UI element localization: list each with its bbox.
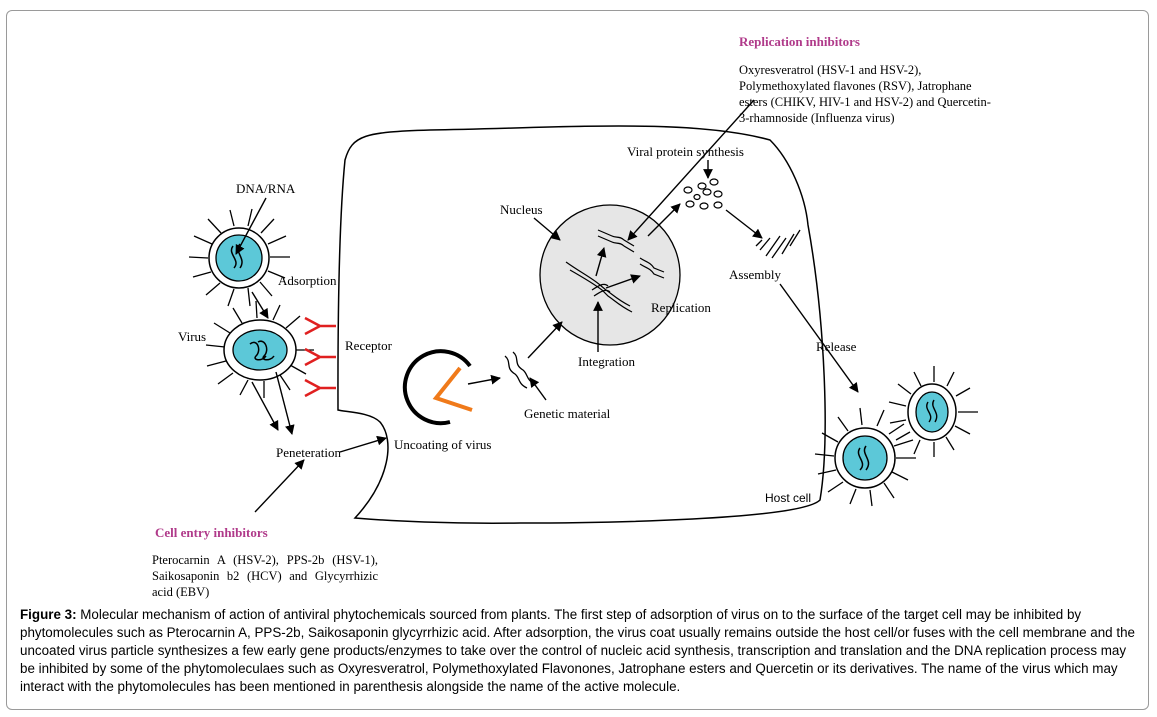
viral-proteins: [683, 178, 723, 210]
label-adsorption: Adsorption: [278, 273, 337, 288]
label-dna-rna: DNA/RNA: [236, 181, 296, 196]
virus-particle-top: [188, 208, 290, 307]
figure-frame: [6, 10, 1149, 710]
nucleus: [539, 204, 681, 346]
figure-caption: Figure 3: Molecular mechanism of action …: [20, 606, 1138, 696]
label-genetic-material: Genetic material: [524, 406, 611, 421]
figure-caption-text: Molecular mechanism of action of antivir…: [20, 607, 1135, 694]
label-host-cell: Host cell: [765, 491, 811, 505]
assembly-fragments: [755, 229, 801, 259]
host-cell-membrane: [337, 125, 826, 524]
virus-particle-adsorbing: [205, 300, 314, 398]
label-peneteration: Peneteration: [276, 445, 341, 460]
label-assembly: Assembly: [729, 267, 782, 282]
label-release: Release: [816, 339, 857, 354]
uncoating-virus: [402, 349, 473, 426]
label-viral-protein-synthesis: Viral protein synthesis: [627, 144, 744, 159]
replication-inhibitors-list: Oxyresveratrol (HSV-1 and HSV-2), Polyme…: [739, 63, 991, 125]
label-nucleus: Nucleus: [500, 202, 543, 217]
label-integration: Integration: [578, 354, 636, 369]
receptors: [304, 316, 336, 398]
process-arrows: [235, 99, 859, 513]
label-virus: Virus: [178, 329, 206, 344]
replication-inhibitors-title: Replication inhibitors: [739, 34, 860, 49]
genetic-material-strands: [504, 351, 536, 389]
label-receptor: Receptor: [345, 338, 393, 353]
released-virus-small: [888, 366, 978, 457]
nucleus-dna-strands: [565, 229, 665, 313]
label-uncoating: Uncoating of virus: [394, 437, 491, 452]
released-virus-large: [814, 407, 916, 507]
figure-caption-label: Figure 3:: [20, 607, 77, 622]
cell-entry-inhibitors-list: Pterocarnin A (HSV-2), PPS-2b (HSV-1), S…: [152, 553, 378, 599]
cell-entry-inhibitors-title: Cell entry inhibitors: [155, 525, 268, 540]
label-replication: Replication: [651, 300, 711, 315]
